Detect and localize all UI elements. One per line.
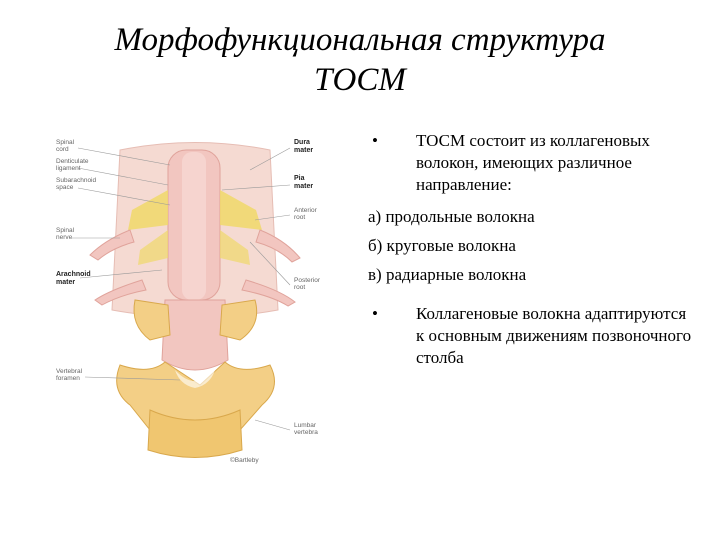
spinal-nerve-right-2 <box>241 279 296 307</box>
label-lumbar-vertebra-2: vertebra <box>294 429 318 436</box>
bullet-marker-2: • <box>372 304 378 323</box>
list-item-c: в) радиарные волокна <box>368 265 527 284</box>
list-item-b: б) круговые волокна <box>368 236 516 255</box>
label-anterior-root-2: root <box>294 214 305 221</box>
label-lumbar-vertebra-1: Lumbar <box>294 422 317 429</box>
label-denticulate-2: ligament <box>56 165 81 172</box>
bullet-item-2: • Коллагеновые волокна адаптируются к ос… <box>368 303 698 369</box>
bullet-marker-1: • <box>372 131 378 150</box>
figure-credit: ©Bartleby <box>230 456 259 464</box>
spinal-anatomy-svg: Spinal cord Denticulate ligament Subarac… <box>56 139 321 464</box>
nerve-root-right <box>220 190 262 230</box>
label-arachnoid-2: mater <box>56 279 75 286</box>
label-posterior-root-1: Posterior <box>294 277 321 284</box>
vertebral-body-lower <box>147 409 243 458</box>
label-denticulate-1: Denticulate <box>56 158 89 165</box>
label-spinal-cord-2: cord <box>56 146 69 153</box>
list-item-a: а) продольные волокна <box>368 207 535 226</box>
bullet-text-2: Коллагеновые волокна адаптируются к осно… <box>416 304 692 367</box>
slide-content: • ТОСМ состоит из коллагеновых волокон, … <box>368 130 698 369</box>
label-pia-2: mater <box>294 183 313 190</box>
label-arachnoid-1: Arachnoid <box>56 271 91 278</box>
spinal-nerve-right <box>255 229 301 263</box>
spinal-nerve-left-2 <box>94 279 147 306</box>
label-anterior-root-1: Anterior <box>294 207 318 214</box>
label-posterior-root-2: root <box>294 284 305 291</box>
label-subarachnoid-1: Subarachnoid <box>56 177 96 184</box>
title-line-2: ТОСМ <box>314 62 406 98</box>
vertebra-upper <box>133 299 171 341</box>
title-line-1: Морфофункциональная структура <box>114 22 606 58</box>
spinal-anatomy-illustration: Spinal cord Denticulate ligament Subarac… <box>50 130 340 465</box>
vertebra-upper-right <box>219 299 258 341</box>
label-vertebral-foramen-1: Vertebral <box>56 368 83 375</box>
label-spinal-cord-1: Spinal <box>56 139 75 146</box>
bullet-item-1: • ТОСМ состоит из коллагеновых волокон, … <box>368 130 698 196</box>
label-spinal-nerve-2: nerve <box>56 234 73 241</box>
label-pia-1: Pia <box>294 175 305 182</box>
slide-title: Морфофункциональная структура ТОСМ <box>60 20 660 100</box>
bullet-text-1: ТОСМ состоит из коллагеновых волокон, им… <box>416 131 650 194</box>
nerve-root-right-2 <box>220 230 250 265</box>
dural-sac <box>161 299 229 371</box>
nerve-root-left-2 <box>138 230 168 265</box>
label-dura-1: Dura <box>294 139 310 146</box>
vertebral-foramen <box>175 370 215 388</box>
label-vertebral-foramen-2: foramen <box>56 375 80 382</box>
spinal-nerve-left <box>89 229 135 261</box>
label-spinal-nerve-1: Spinal <box>56 227 75 234</box>
nerve-root-left <box>128 190 168 230</box>
spinal-cord-inner <box>182 152 206 300</box>
label-dura-2: mater <box>294 147 313 154</box>
label-subarachnoid-2: space <box>56 184 74 191</box>
